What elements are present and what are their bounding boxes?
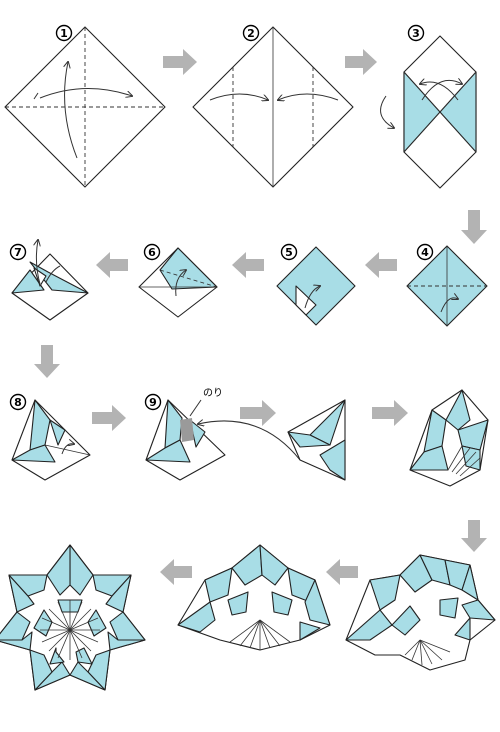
two-unit-assembly-diagram: [409, 389, 489, 487]
step-5-number: 5: [280, 243, 298, 261]
step-9-diagram: [145, 399, 226, 481]
glue-area: [180, 418, 194, 442]
step-1-diagram: [4, 26, 166, 188]
flow-arrow-left-4: [326, 559, 358, 585]
step-6-diagram: [138, 247, 218, 318]
flow-arrow-right-5: [372, 400, 408, 426]
step-7-diagram: [11, 240, 89, 321]
flow-arrow-down-2: [34, 345, 60, 378]
partial-wreath-right-diagram: [345, 554, 496, 671]
step-4-diagram: [406, 245, 488, 327]
step-1-number: 1: [55, 24, 73, 42]
flow-arrow-left-3: [96, 252, 128, 278]
flow-arrow-right-4: [240, 400, 276, 426]
svg-text:1: 1: [60, 27, 68, 40]
attach-arrow: [198, 421, 301, 461]
flow-arrow-right-3: [92, 405, 126, 431]
step-5-diagram: [276, 246, 356, 326]
svg-text:7: 7: [14, 246, 22, 259]
flow-arrow-down-1: [461, 210, 487, 244]
svg-text:3: 3: [412, 27, 420, 40]
final-star-wreath-diagram: [0, 544, 146, 691]
flow-arrow-down-3: [461, 520, 487, 552]
step-4-number: 4: [416, 243, 434, 261]
unit-piece-diagram: [287, 399, 346, 481]
glue-pointer-line: [189, 399, 202, 417]
svg-text:6: 6: [148, 246, 156, 259]
svg-text:9: 9: [149, 396, 157, 409]
svg-text:2: 2: [247, 27, 255, 40]
partial-wreath-middle-diagram: [177, 544, 331, 651]
step-2-number: 2: [242, 24, 260, 42]
flow-arrow-left-5: [160, 559, 192, 585]
step-7-number: 7: [9, 243, 27, 261]
step-6-number: 6: [143, 243, 161, 261]
step-3-number: 3: [407, 24, 425, 42]
flow-arrow-left-2: [232, 252, 264, 278]
step-2-diagram: [192, 26, 354, 188]
glue-label: のり: [203, 387, 223, 399]
step-8-diagram: [11, 399, 91, 481]
step-3-diagram: [380, 35, 477, 189]
svg-text:4: 4: [421, 246, 429, 259]
flow-arrow-right-2: [345, 49, 377, 75]
flow-arrow-left-1: [365, 252, 397, 278]
step-8-number: 8: [9, 393, 27, 411]
step-9-number: 9: [144, 393, 162, 411]
svg-text:8: 8: [14, 396, 22, 409]
flow-arrow-right-1: [163, 49, 197, 75]
svg-text:5: 5: [285, 246, 293, 259]
